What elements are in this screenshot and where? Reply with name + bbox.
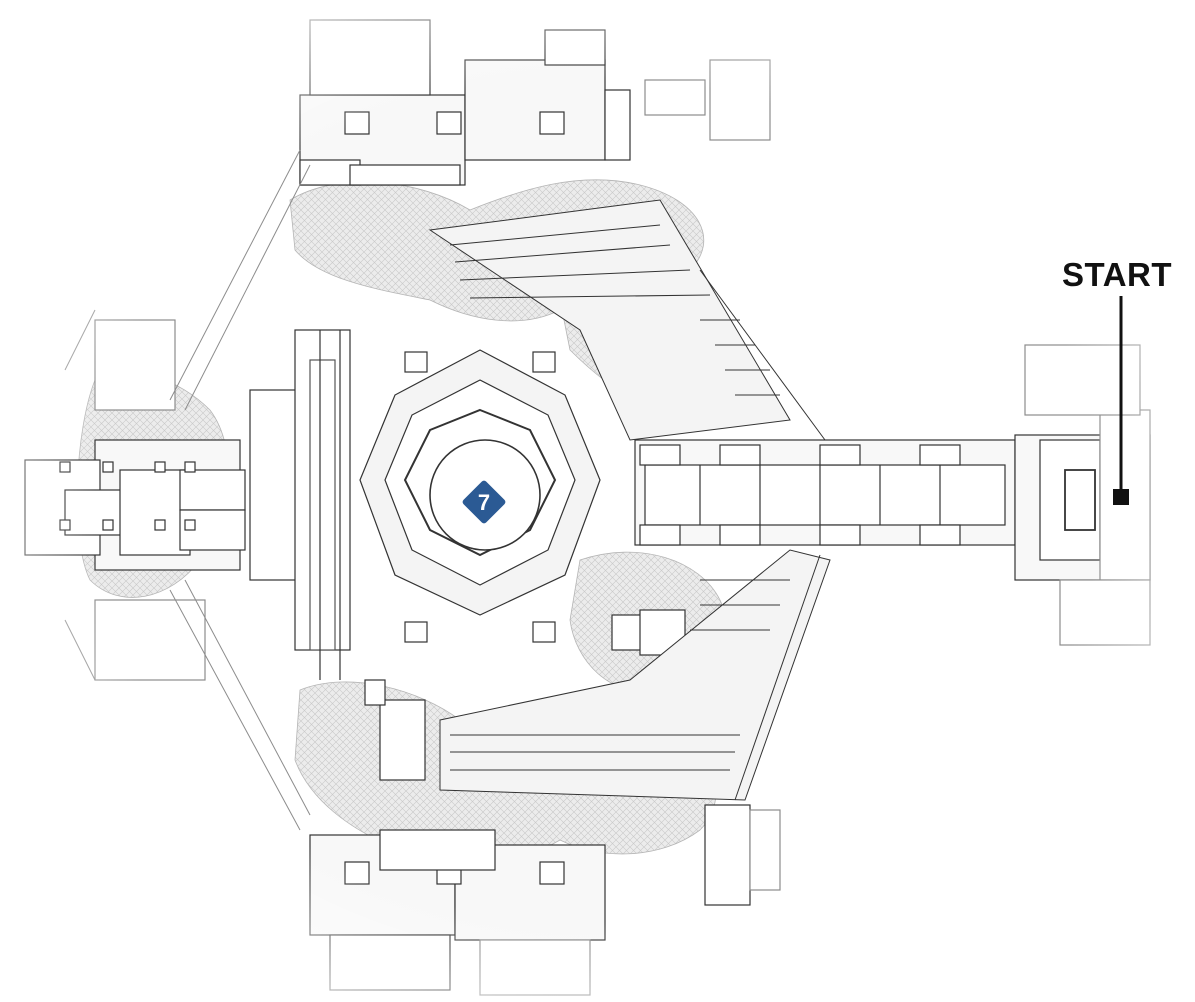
start-label: START	[1062, 256, 1173, 293]
waypoint-diamond	[462, 480, 506, 524]
waypoint-7[interactable]: 7	[461, 479, 506, 524]
waypoint-number: 7	[478, 490, 490, 515]
start-marker[interactable]	[1113, 489, 1129, 505]
